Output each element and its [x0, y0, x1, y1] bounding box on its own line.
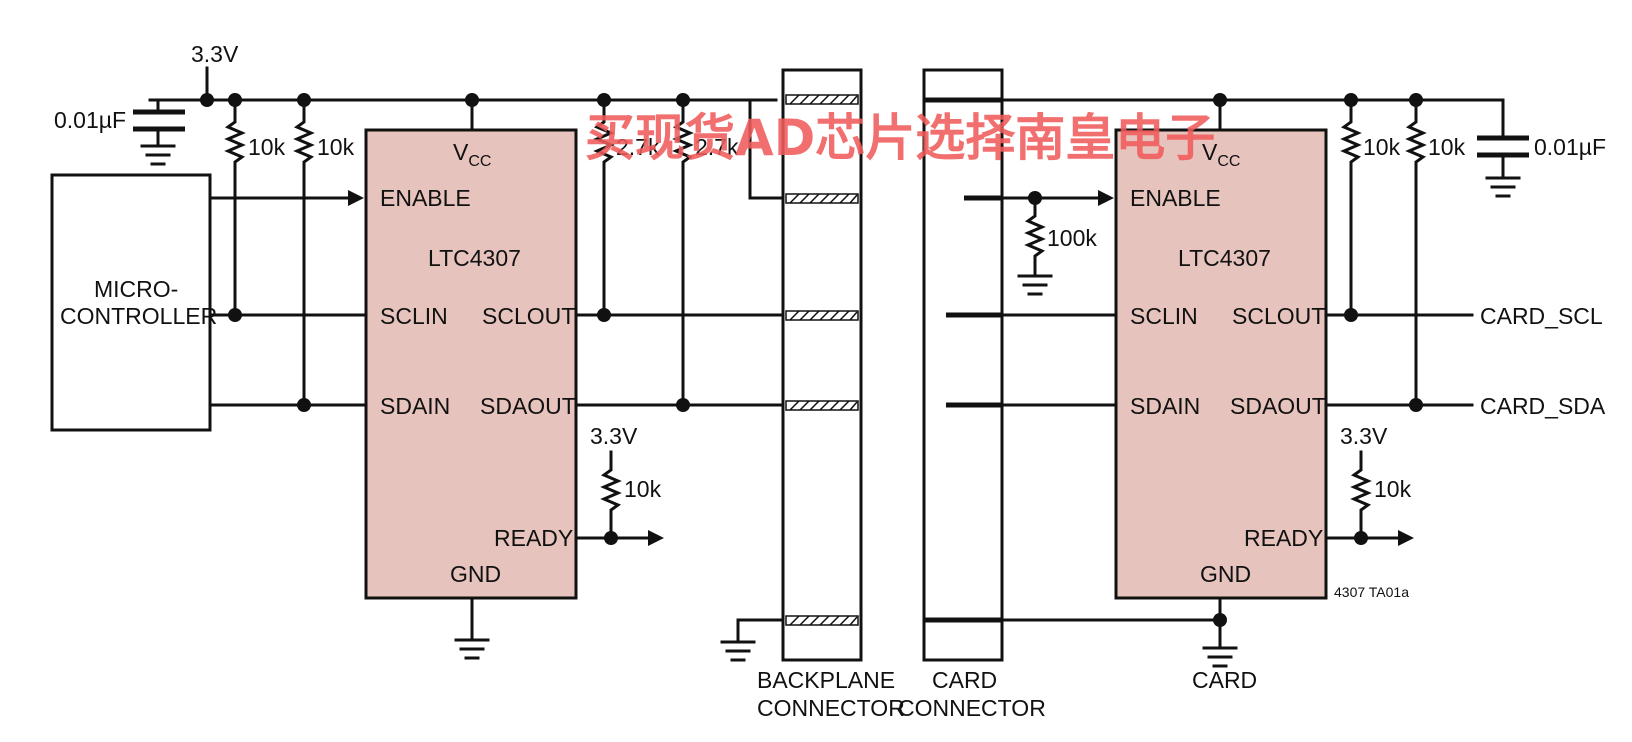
svg-text:10k: 10k [248, 134, 286, 160]
supply-label-ready-left: 3.3V [590, 423, 638, 449]
sclin-pin-right: SCLIN [1130, 303, 1198, 329]
vcc-pin-right: VCC [1202, 139, 1240, 170]
ready-pin-right: READY [1244, 525, 1323, 551]
resistor-10k-right-1: 10k [1340, 98, 1401, 317]
resistor-100k: 100k [1017, 196, 1097, 296]
supply-label-left: 3.3V [191, 41, 239, 67]
card-scl-label: CARD_SCL [1480, 303, 1603, 329]
card-sda-label: CARD_SDA [1480, 393, 1606, 419]
svg-text:CONNECTOR: CONNECTOR [898, 695, 1046, 721]
svg-text:10k: 10k [317, 134, 355, 160]
svg-text:10k: 10k [624, 476, 662, 502]
svg-text:CONNECTOR: CONNECTOR [757, 695, 905, 721]
left-circuit: 3.3V 0.01µF MICRO- CONTROLLER 10k 10k VC… [50, 41, 785, 660]
svg-text:10k: 10k [1363, 134, 1401, 160]
microcontroller-box [50, 173, 212, 432]
card-label: CARD [1192, 667, 1257, 693]
cap-label-right: 0.01µF [1534, 134, 1606, 160]
svg-text:10k: 10k [1374, 476, 1412, 502]
svg-text:100k: 100k [1047, 225, 1097, 251]
microcontroller-label-line1: MICRO- [94, 276, 178, 302]
resistor-2k7-left-2: 2.7k [672, 98, 739, 407]
card-connector: CARD CONNECTOR [898, 68, 1046, 721]
resistor-2k7-left-1: 2.7k [593, 98, 660, 317]
supply-label-ready-right: 3.3V [1340, 423, 1388, 449]
cap-label-left: 0.01µF [54, 107, 126, 133]
backplane-connector: BACKPLANE CONNECTOR [720, 68, 905, 721]
svg-text:2.7k: 2.7k [616, 134, 660, 160]
sdaout-pin-right: SDAOUT [1230, 393, 1326, 419]
enable-pin-right: ENABLE [1130, 185, 1221, 211]
sclout-pin-left: SCLOUT [482, 303, 575, 329]
svg-text:CARD: CARD [932, 667, 997, 693]
watermark-text: 买现货AD芯片选择南皇电子 [585, 109, 1215, 167]
sdaout-pin-left: SDAOUT [480, 393, 576, 419]
resistor-10k-left-2: 10k [293, 98, 355, 407]
sdain-pin-right: SDAIN [1130, 393, 1200, 419]
resistor-10k-right-2: 10k [1405, 98, 1466, 407]
chip-name-right: LTC4307 [1178, 245, 1271, 271]
sdain-pin-left: SDAIN [380, 393, 450, 419]
svg-text:BACKPLANE: BACKPLANE [757, 667, 895, 693]
sclout-pin-right: SCLOUT [1232, 303, 1325, 329]
svg-text:10k: 10k [1428, 134, 1466, 160]
capacitor-left: 0.01µF [54, 98, 185, 166]
capacitor-right: 0.01µF [1477, 134, 1606, 198]
microcontroller-label-line2: CONTROLLER [60, 303, 217, 329]
right-circuit: VCC ENABLE LTC4307 SCLIN SCLOUT SDAIN SD… [946, 93, 1606, 693]
gnd-pin-left: GND [450, 561, 501, 587]
chip-name-left: LTC4307 [428, 245, 521, 271]
svg-text:2.7k: 2.7k [695, 134, 739, 160]
sclin-pin-left: SCLIN [380, 303, 448, 329]
enable-pin-left: ENABLE [380, 185, 471, 211]
gnd-pin-right: GND [1200, 561, 1251, 587]
vcc-pin-left: VCC [453, 139, 491, 170]
ready-pin-left: READY [494, 525, 573, 551]
resistor-10k-left-1: 10k [224, 98, 286, 317]
figure-id: 4307 TA01a [1334, 584, 1409, 600]
